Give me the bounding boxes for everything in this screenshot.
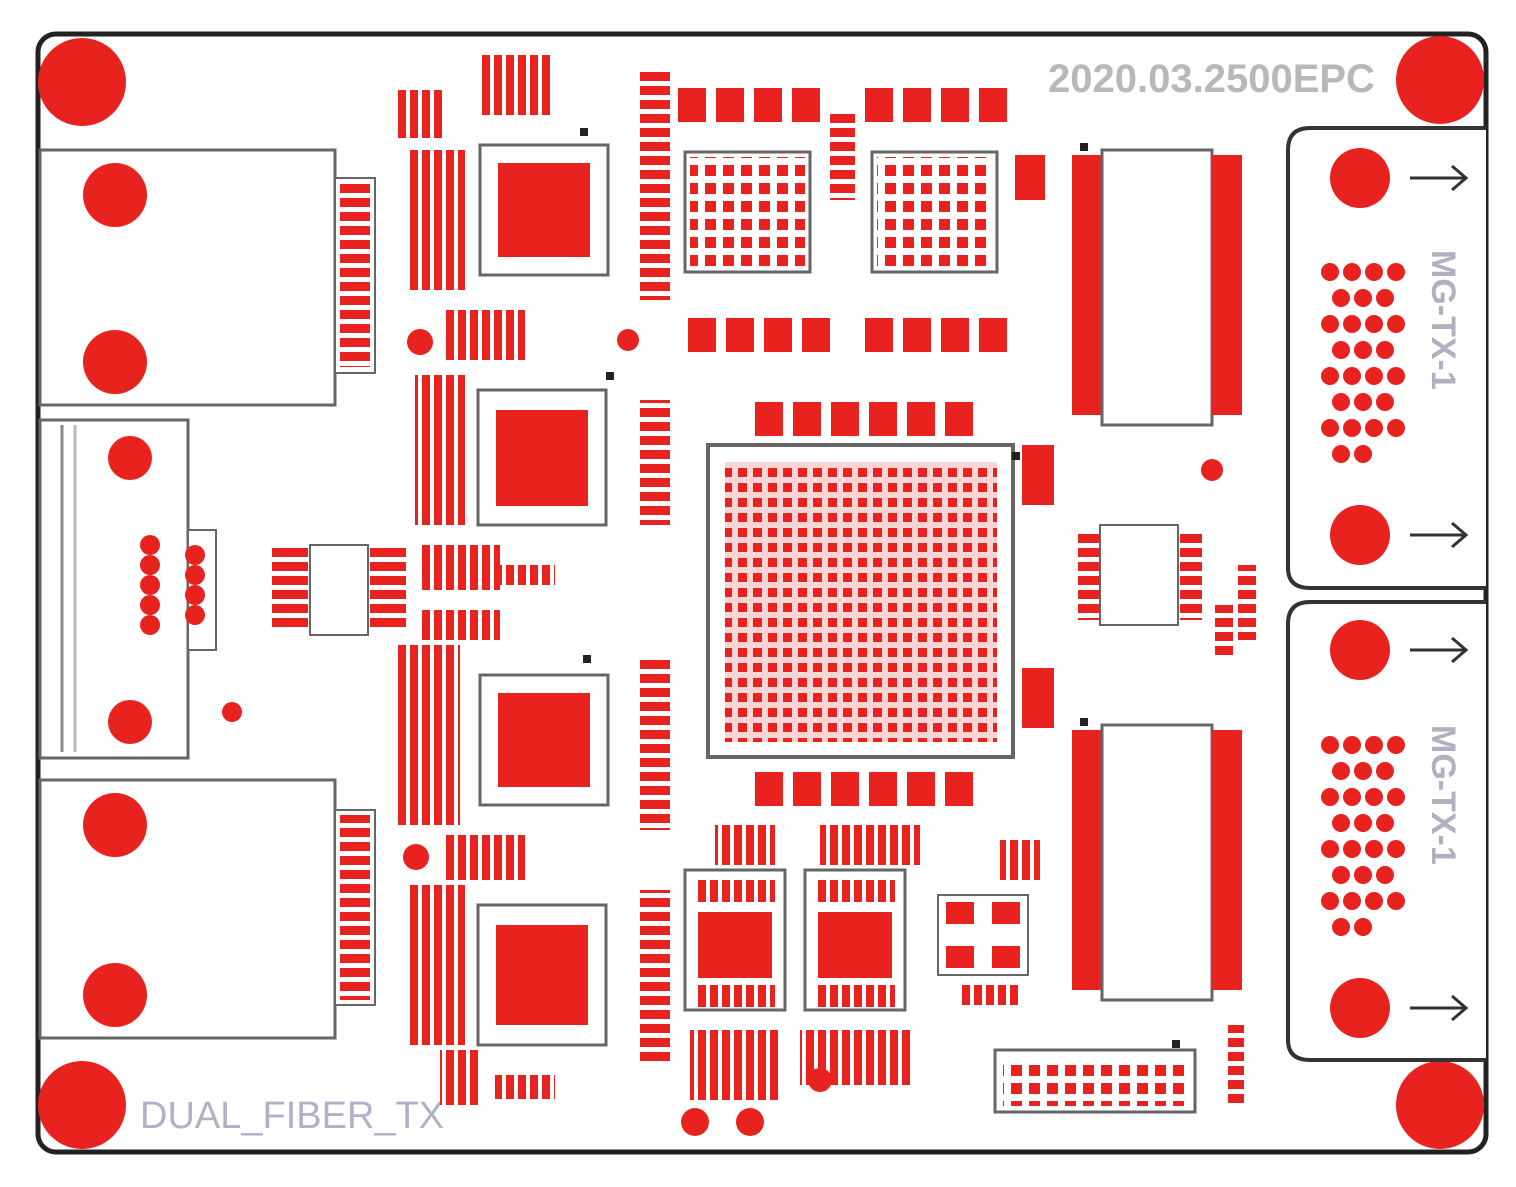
mounting-hole bbox=[1396, 36, 1484, 124]
mounting-hole bbox=[38, 1061, 126, 1149]
rj45-connector-bottom bbox=[38, 778, 376, 1040]
arrow-icon bbox=[1410, 164, 1469, 549]
bga-fpga bbox=[706, 443, 1015, 759]
mounting-hole bbox=[1396, 1061, 1484, 1149]
middle-connector bbox=[38, 418, 242, 760]
hdmi-connector-upper: MG-TX-1 bbox=[1286, 126, 1486, 590]
soic-right bbox=[1078, 524, 1256, 655]
rj45-connector-top bbox=[38, 148, 376, 407]
qfp-chips bbox=[476, 143, 610, 1047]
connector-label: MG-TX-1 bbox=[1424, 725, 1462, 865]
pin1-markers bbox=[580, 128, 1180, 1048]
tsop-chip-lower bbox=[1072, 723, 1242, 1002]
connector-label: MG-TX-1 bbox=[1424, 250, 1462, 390]
hdmi-connector-lower: MG-TX-1 bbox=[1286, 600, 1486, 1062]
mounting-holes bbox=[38, 36, 1484, 1149]
power-modules bbox=[681, 825, 920, 1136]
pin-header bbox=[993, 1025, 1244, 1114]
passive-components-left bbox=[395, 55, 639, 1105]
crystal-component bbox=[937, 840, 1040, 1005]
capacitor-rows bbox=[678, 88, 1223, 806]
date-code-label: 2020.03.2500EPC bbox=[1048, 57, 1375, 101]
mounting-hole bbox=[38, 38, 126, 126]
resistor-columns bbox=[640, 70, 855, 1065]
grid-modules-top bbox=[683, 150, 999, 274]
board-name-label: DUAL_FIBER_TX bbox=[140, 1095, 444, 1137]
arrow-icon bbox=[1410, 636, 1469, 1022]
soic-small-left bbox=[272, 544, 406, 636]
tsop-chip-upper bbox=[1072, 148, 1242, 427]
